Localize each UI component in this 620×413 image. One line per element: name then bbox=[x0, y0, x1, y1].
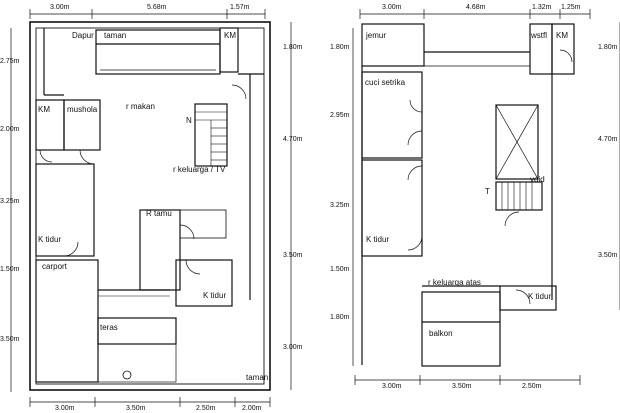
north-arrow-label: N bbox=[186, 116, 192, 125]
gf-room-carport: carport bbox=[42, 262, 67, 271]
upper-floor-plan bbox=[352, 9, 620, 385]
uf-dim-bottom-3: 2.50m bbox=[522, 383, 542, 390]
uf-room-wstfl: wstfl bbox=[531, 31, 547, 40]
gf-dim-right-4: 3.00m bbox=[283, 344, 303, 351]
gf-room-r-makan: r makan bbox=[126, 102, 155, 111]
gf-room-taman-bottom: taman bbox=[246, 373, 269, 382]
gf-dim-left-4: 1.50m bbox=[0, 266, 20, 273]
uf-room-void: void bbox=[530, 175, 545, 184]
uf-dim-top-1: 3.00m bbox=[382, 4, 402, 11]
uf-dim-bottom-2: 3.50m bbox=[452, 383, 472, 390]
uf-stair-label: T bbox=[485, 187, 490, 196]
gf-dim-bottom-1: 3.00m bbox=[55, 405, 75, 412]
uf-dim-left-4: 1.50m bbox=[330, 266, 350, 273]
gf-dim-left-5: 3.50m bbox=[0, 336, 20, 343]
uf-room-km: KM bbox=[556, 31, 568, 40]
uf-dim-top-3: 1.32m bbox=[532, 4, 552, 11]
gf-dim-right-1: 1.80m bbox=[283, 44, 303, 51]
gf-dim-top-1: 3.00m bbox=[50, 4, 70, 11]
uf-room-jemur: jemur bbox=[366, 31, 387, 40]
gf-dim-left-1: 2.75m bbox=[0, 58, 20, 65]
uf-dim-right-2: 4.70m bbox=[598, 136, 618, 143]
uf-room-cuci-setrika: cuci setrika bbox=[365, 78, 406, 87]
uf-dim-bottom-1: 3.00m bbox=[382, 383, 402, 390]
gf-room-teras: teras bbox=[100, 323, 118, 332]
gf-room-k-tidur-right: K tidur bbox=[203, 291, 227, 300]
uf-dim-left-1: 1.80m bbox=[330, 44, 350, 51]
uf-dim-left-5: 1.80m bbox=[330, 314, 350, 321]
gf-room-dapur: Dapur bbox=[72, 31, 94, 40]
uf-room-balkon: balkon bbox=[429, 329, 453, 338]
uf-dim-right-3: 3.50m bbox=[598, 252, 618, 259]
gf-dim-bottom-2: 3.50m bbox=[126, 405, 146, 412]
gf-room-mushola: mushola bbox=[67, 105, 98, 114]
gf-room-taman-top: taman bbox=[104, 31, 127, 40]
uf-room-r-keluarga-atas: r keluarga atas bbox=[428, 278, 481, 287]
uf-dim-top-4: 1.25m bbox=[561, 4, 581, 11]
uf-dim-right-1: 1.80m bbox=[598, 44, 618, 51]
uf-dim-top-2: 4.68m bbox=[466, 4, 486, 11]
ground-floor-plan bbox=[10, 9, 292, 407]
gf-room-km-top: KM bbox=[224, 31, 236, 40]
gf-room-r-tamu: R tamu bbox=[146, 209, 172, 218]
gf-room-k-tidur-left: K tidur bbox=[38, 235, 62, 244]
gf-dim-bottom-4: 2.00m bbox=[242, 405, 262, 412]
uf-dim-left-3: 3.25m bbox=[330, 202, 350, 209]
gf-dim-top-2: 5.68m bbox=[147, 4, 167, 11]
gf-room-km-left: KM bbox=[38, 105, 50, 114]
gf-dim-left-3: 3.25m bbox=[0, 198, 20, 205]
uf-dim-left-2: 2.95m bbox=[330, 112, 350, 119]
gf-dim-right-3: 3.50m bbox=[283, 252, 303, 259]
uf-room-k-tidur-right: K tidur bbox=[528, 292, 552, 301]
uf-room-k-tidur-left: K tidur bbox=[366, 235, 390, 244]
gf-dim-left-2: 2.00m bbox=[0, 126, 20, 133]
gf-room-r-keluarga: r keluarga / TV bbox=[173, 165, 226, 174]
gf-dim-right-2: 4.70m bbox=[283, 136, 303, 143]
gf-dim-top-3: 1.57m bbox=[230, 4, 250, 11]
gf-dim-bottom-3: 2.50m bbox=[196, 405, 216, 412]
